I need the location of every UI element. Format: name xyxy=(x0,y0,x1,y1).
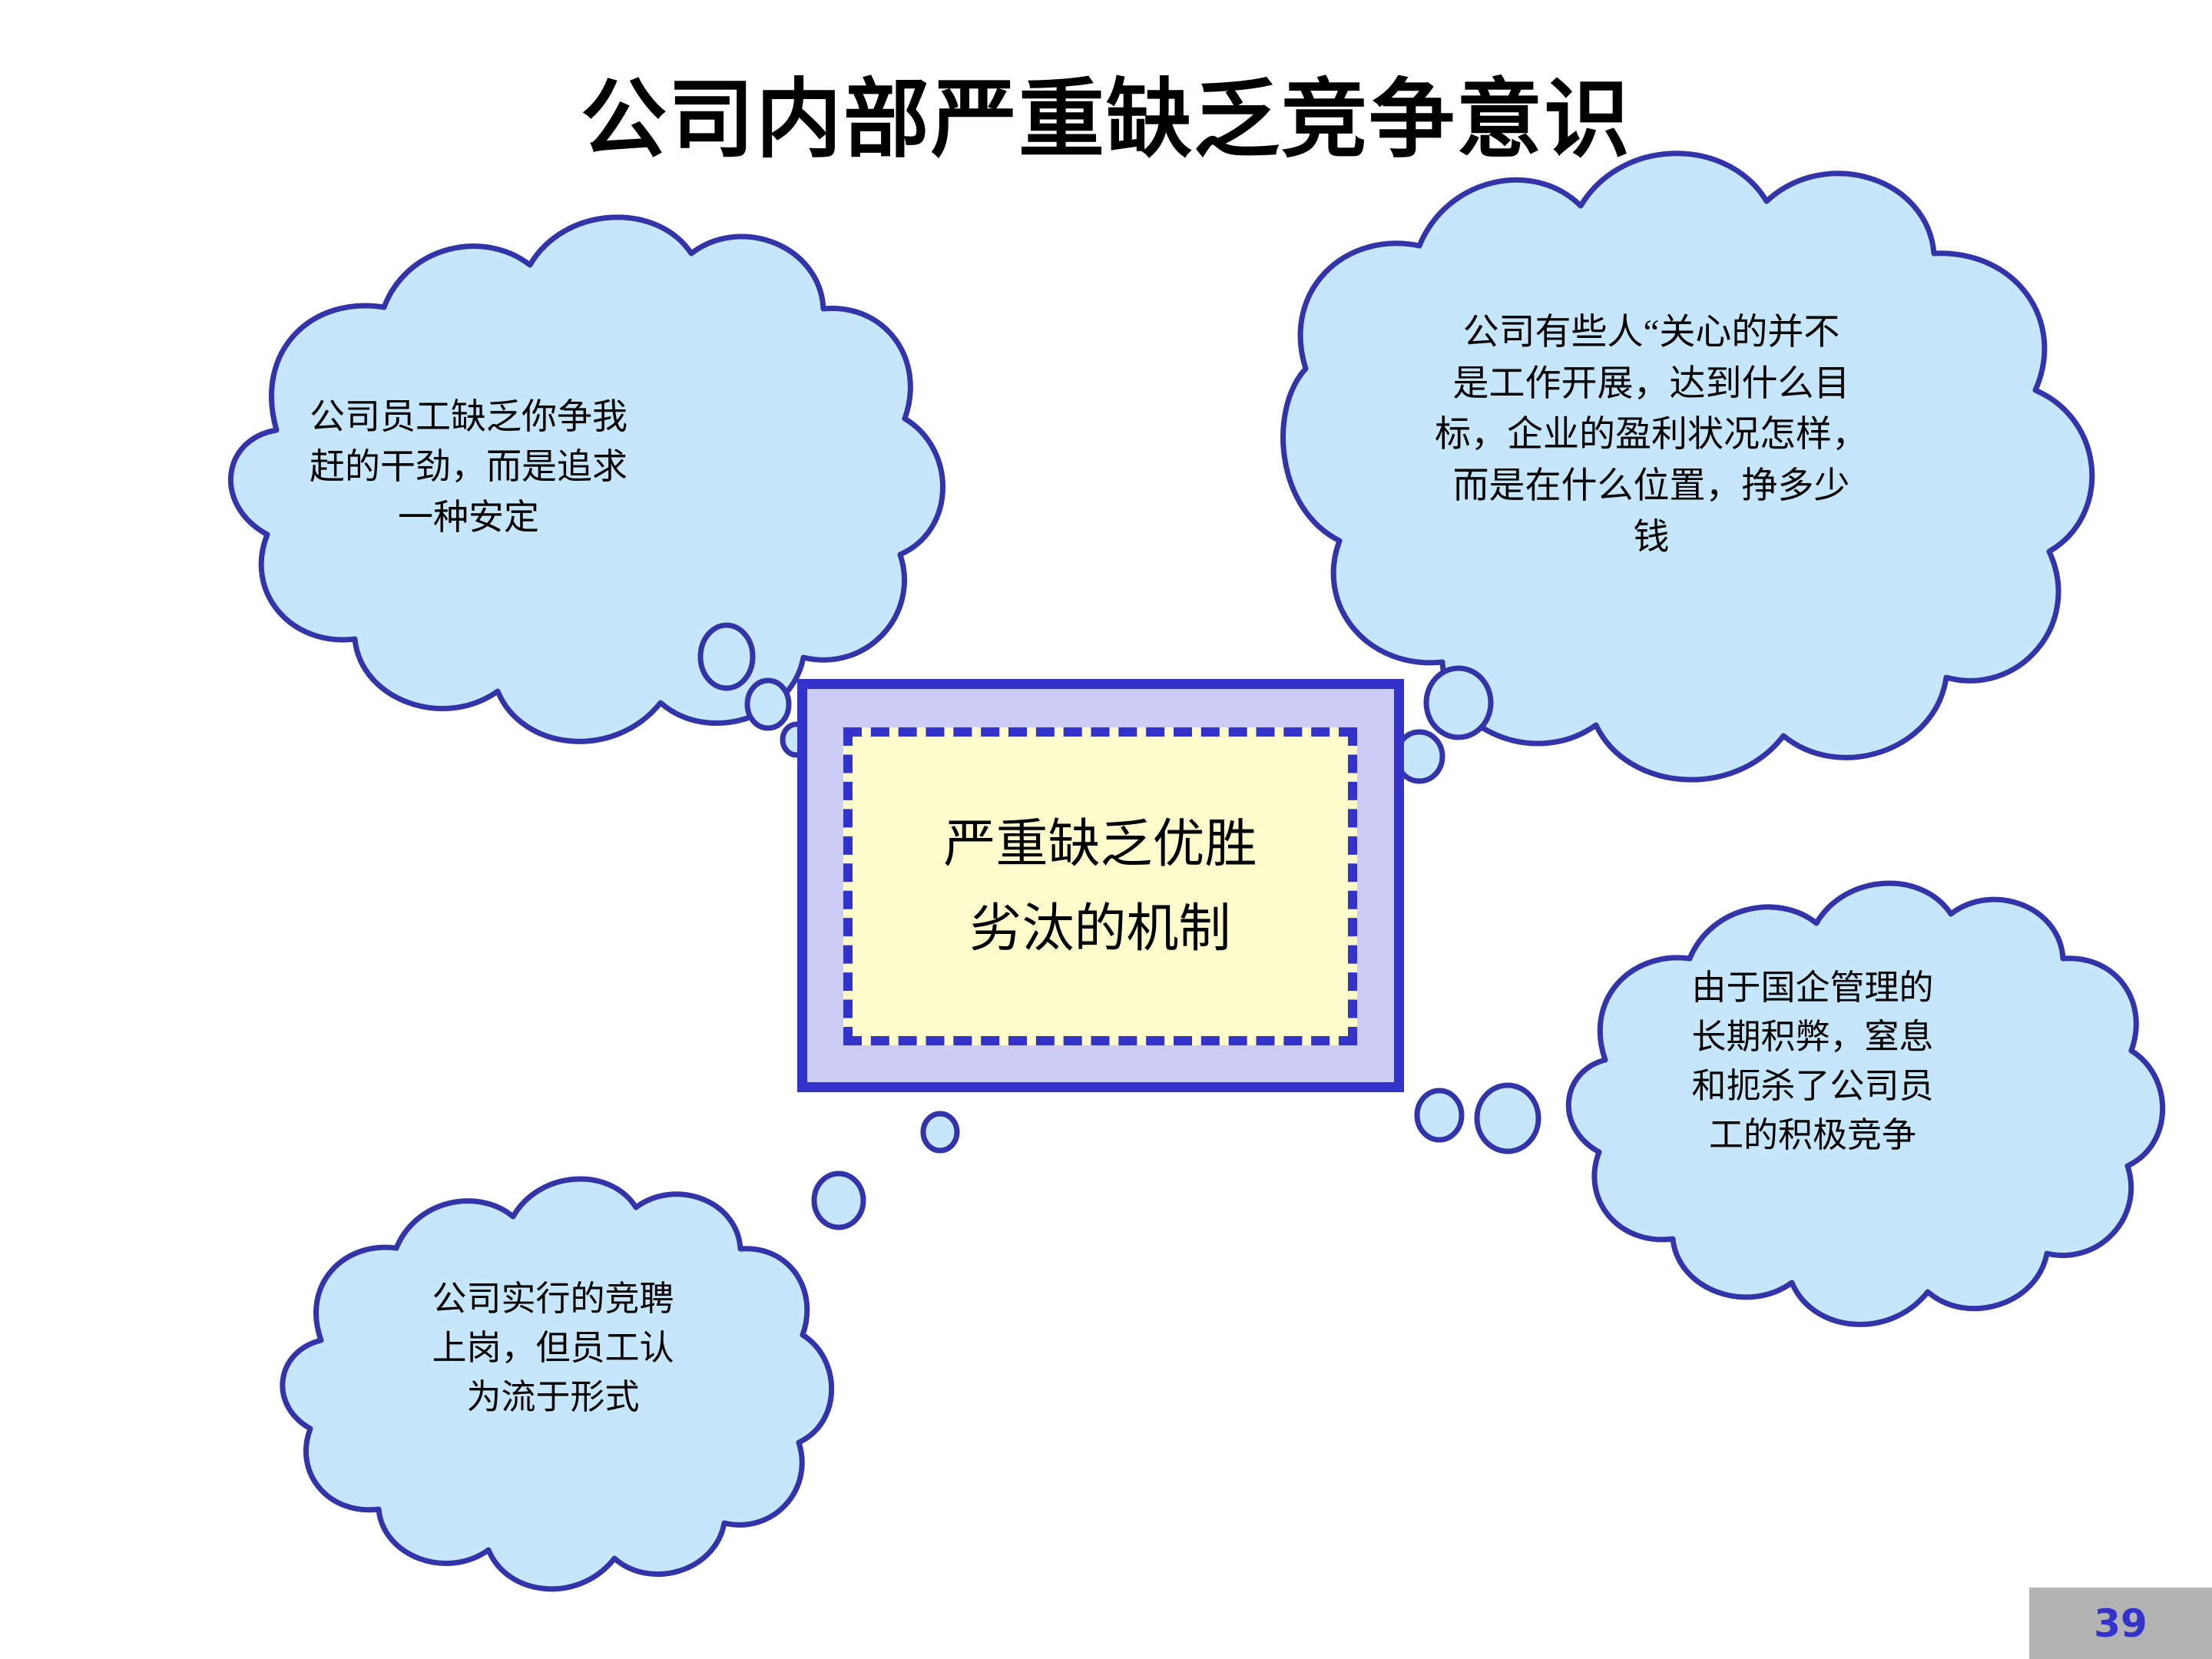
page-number: 39 xyxy=(2094,1601,2147,1646)
thought-bubble-tr-large xyxy=(1423,665,1494,740)
thought-bubble-bl-large xyxy=(811,1171,866,1230)
cloud-label-soe-management-legacy: 由于国企管理的 长期积弊，窒息 和扼杀了公司员 工的积极竞争 xyxy=(1691,969,1934,1154)
thought-bubble-tl-medium xyxy=(744,677,792,731)
thought-bubble-br-small xyxy=(1414,1088,1465,1143)
center-callout-box: 严重缺乏优胜 劣汰的机制 xyxy=(797,679,1404,1092)
thought-bubble-bl-small xyxy=(920,1111,960,1154)
page-title: 公司内部严重缺乏竞争意识 xyxy=(581,70,1631,170)
cloud-label-competitive-hiring-formality: 公司实行的竞聘 上岗，但员工认 为流于形式 xyxy=(432,1280,674,1416)
center-callout-inner-panel: 严重缺乏优胜 劣汰的机制 xyxy=(843,727,1357,1045)
cloud-label-what-people-care-about: 公司有些人“关心的并不 是工作开展，达到什么目 标，企业的盈利状况怎样， 而是在… xyxy=(1435,313,1868,558)
thought-bubble-tl-large xyxy=(697,622,756,691)
thought-bubble-br-large xyxy=(1474,1082,1541,1154)
page-number-plate: 39 xyxy=(2029,1588,2212,1659)
center-callout-text: 严重缺乏优胜 劣汰的机制 xyxy=(943,814,1257,958)
cloud-label-employees-stability: 公司员工缺乏你争我 赶的干劲，而是追求 一种安定 xyxy=(310,397,628,537)
